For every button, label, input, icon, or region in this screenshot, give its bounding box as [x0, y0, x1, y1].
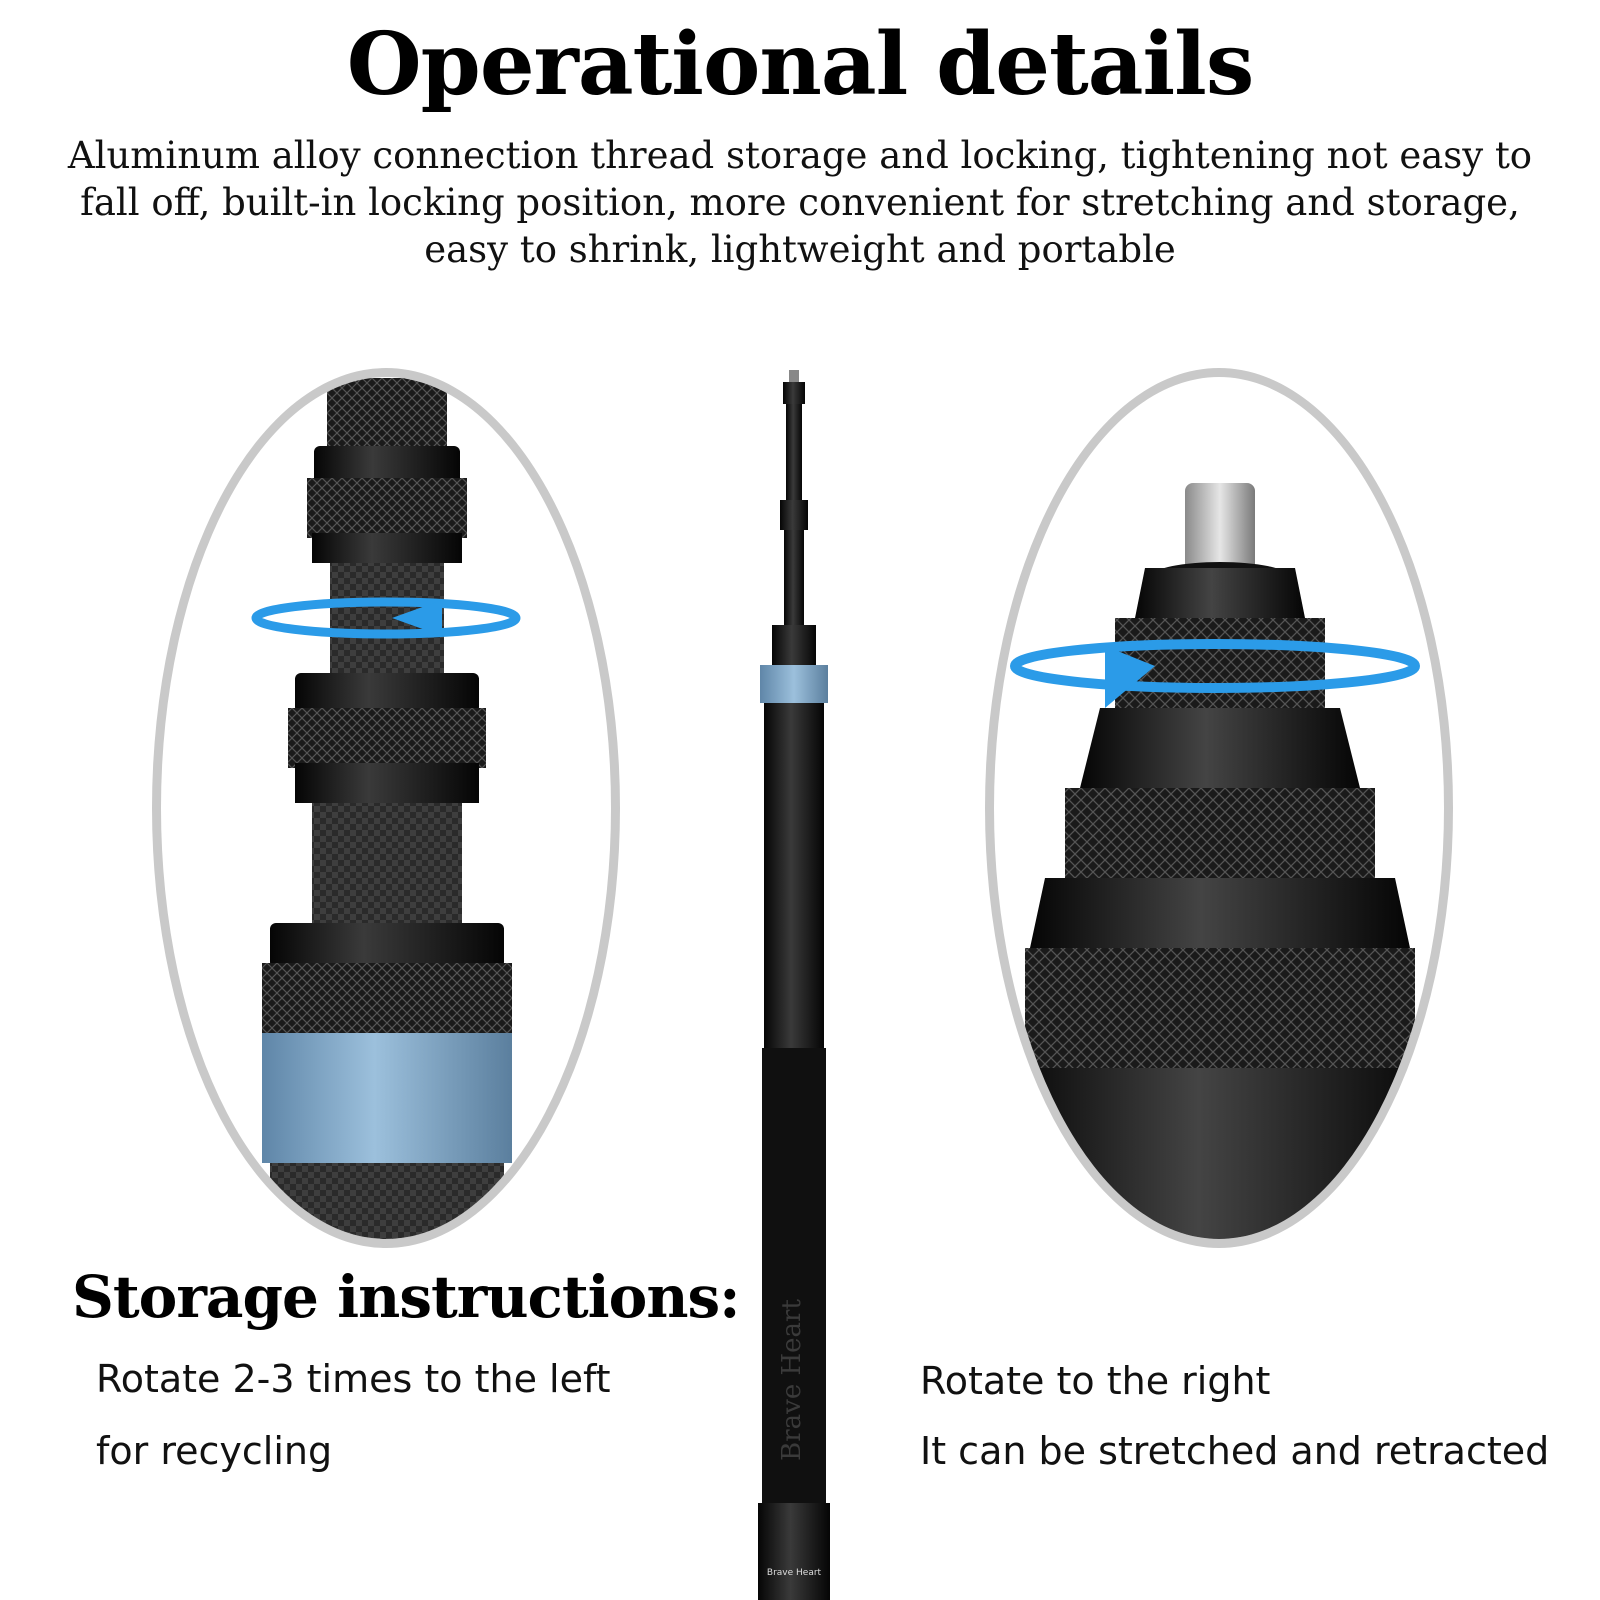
- storage-heading: Storage instructions:: [72, 1263, 741, 1331]
- left-closeup-oval: [152, 368, 620, 1248]
- pole-blue-collar: [760, 665, 828, 703]
- left-instruction-line1: Rotate 2-3 times to the left: [96, 1357, 611, 1401]
- left-closeup-illustration: [251, 378, 521, 1239]
- pole-brand-cap: Brave Heart: [767, 1568, 822, 1578]
- right-closeup-illustration: [1005, 483, 1435, 1239]
- left-instruction-line2: for recycling: [96, 1429, 333, 1473]
- pole-brand-vertical: Brave Heart: [777, 1299, 807, 1461]
- right-closeup-oval: [985, 368, 1453, 1248]
- rotate-left-arrow: [251, 597, 521, 639]
- right-instruction-line2: It can be stretched and retracted: [920, 1429, 1550, 1473]
- product-description: Aluminum alloy connection thread storage…: [67, 134, 1533, 271]
- telescopic-pole: Brave Heart Brave Heart: [758, 370, 830, 1600]
- rotate-right-arrow: [1010, 639, 1420, 693]
- page-title: Operational details: [346, 14, 1254, 115]
- right-instruction-line1: Rotate to the right: [920, 1359, 1271, 1403]
